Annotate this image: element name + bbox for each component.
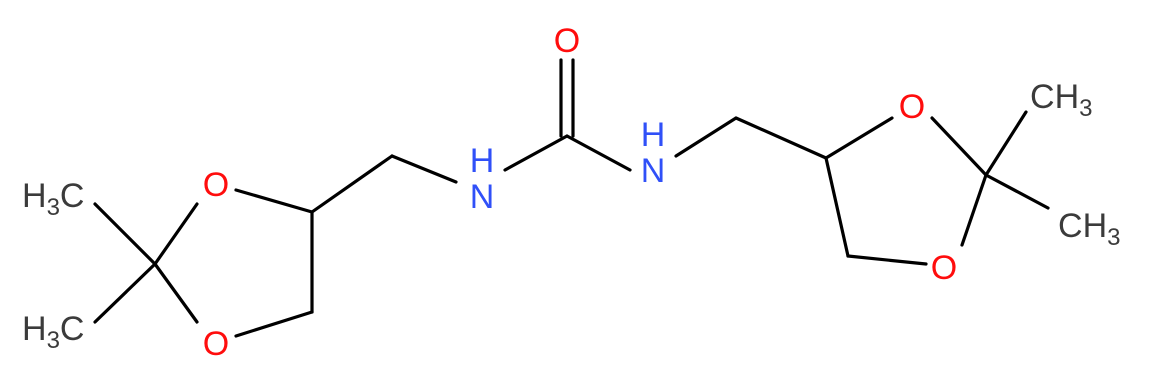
bond-left-c4-o1 [234,188,314,214]
methyl-right-lower: CH3 [1058,207,1120,251]
methyl-right-upper: CH3 [1030,78,1092,122]
bond-left-o3-c5 [234,310,314,338]
bond-ch2-ring-right [734,116,828,160]
bond-ch2-ring-left [310,154,394,214]
atom-h-right: H [641,116,666,154]
bond-n-ch2-right [674,116,738,158]
bond-right-methyl-upper [984,110,1028,177]
atom-o-left-lower: O [203,325,229,363]
atom-labels: O H N H N O O O O H3C H3C CH3 CH3 [22,22,1120,363]
atom-o-right-lower: O [931,249,957,287]
methyl-left-lower: H3C [22,310,84,354]
atom-o-left-upper: O [203,166,229,204]
bond-right-c4-o1 [824,116,894,160]
atom-n-right: N [641,152,666,190]
bond-c-n-right [565,134,632,172]
atom-o-right-upper: O [899,88,925,126]
bond-c-n-left [503,134,569,172]
bond-right-o3-c5 [846,254,928,266]
bond-n-ch2-left [390,154,458,184]
bond-right-c5-c4 [824,156,850,258]
bond-left-c2-o3 [153,262,199,324]
atom-o-carbonyl: O [554,22,580,60]
bond-right-methyl-lower [984,173,1050,210]
bond-right-o1-c2 [930,116,988,177]
atom-h-left: H [470,142,495,180]
bond-left-methyl-lower [93,262,157,324]
bonds [93,58,1050,338]
bond-left-o1-c2 [153,202,199,266]
atom-n-left: N [470,178,495,216]
bond-left-methyl-upper [93,202,157,266]
methyl-left-upper: H3C [22,177,84,221]
bond-right-c2-o3 [960,173,988,247]
